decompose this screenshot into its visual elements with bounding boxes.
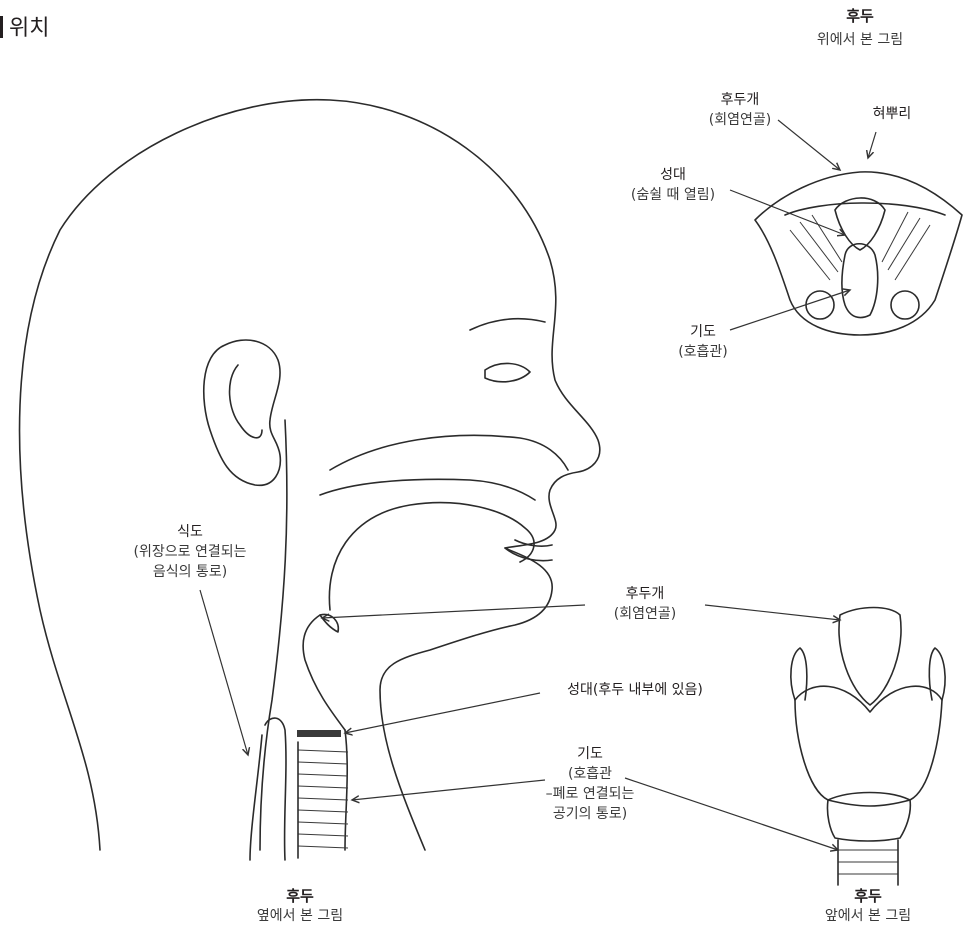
front-horn-right — [929, 648, 945, 700]
side-label-epiglottis: 후두개 (회염연골) — [590, 584, 700, 624]
larynx-front — [345, 730, 347, 850]
larynx-front-view-drawing — [791, 608, 945, 886]
side-label-vocal-cords: 성대(후두 내부에 있음) — [540, 680, 730, 700]
leader-top-tongue-root — [868, 132, 876, 158]
ear — [204, 340, 281, 485]
leader-side-epiglottis — [322, 605, 585, 618]
side-label-esophagus: 식도 (위장으로 연결되는 음식의 통로) — [110, 522, 270, 582]
top-view-outline — [755, 172, 962, 335]
top-cartilage-left — [806, 291, 834, 319]
leader-top-vocal-cords — [730, 190, 845, 235]
eyebrow — [470, 319, 545, 330]
head-outline — [20, 100, 600, 850]
leader-front-epiglottis — [705, 605, 840, 620]
side-view-caption-title: 후두 — [230, 886, 370, 906]
top-label-trachea: 기도 (호흡관) — [668, 322, 738, 362]
larynx-top-view-drawing — [755, 172, 962, 335]
front-view-caption: 후두 앞에서 본 그림 — [798, 886, 938, 926]
top-view-caption: 후두 위에서 본 그림 — [790, 6, 930, 50]
vocal-cord-marker — [297, 730, 341, 737]
trachea-rings — [298, 750, 348, 848]
top-label-vocal-cords: 성대 (숨쉴 때 열림) — [608, 165, 738, 205]
side-view-caption-sub: 옆에서 본 그림 — [230, 906, 370, 926]
top-label-epiglottis: 후두개 (회염연골) — [690, 90, 790, 130]
leader-vocal-cords — [345, 693, 540, 733]
leader-esophagus — [200, 590, 248, 755]
front-view-caption-sub: 앞에서 본 그림 — [798, 906, 938, 926]
eye — [485, 363, 530, 381]
side-label-trachea: 기도 (호흡관 –폐로 연결되는 공기의 통로) — [530, 744, 650, 824]
front-cricoid — [827, 793, 910, 842]
leader-side-trachea — [352, 780, 545, 800]
top-airway — [842, 244, 878, 318]
palate — [320, 479, 535, 500]
side-view-caption: 후두 옆에서 본 그림 — [230, 886, 370, 926]
top-epiglottis — [835, 198, 885, 250]
top-view-caption-title: 후두 — [790, 6, 930, 26]
leader-front-trachea — [625, 778, 838, 850]
front-view-caption-title: 후두 — [798, 886, 938, 906]
ear-inner — [230, 365, 262, 438]
front-trachea-rings — [838, 850, 898, 874]
top-view-caption-sub: 위에서 본 그림 — [790, 30, 930, 50]
front-epiglottis — [839, 608, 901, 706]
head-profile-drawing — [20, 100, 600, 860]
leader-top-trachea — [730, 290, 850, 330]
tongue — [329, 503, 534, 610]
esophagus-tube — [250, 718, 286, 860]
top-view-inner — [785, 203, 945, 215]
top-cartilage-right — [891, 291, 919, 319]
nasal-floor — [330, 435, 568, 470]
top-label-tongue-root: 혀뿌리 — [852, 104, 932, 124]
